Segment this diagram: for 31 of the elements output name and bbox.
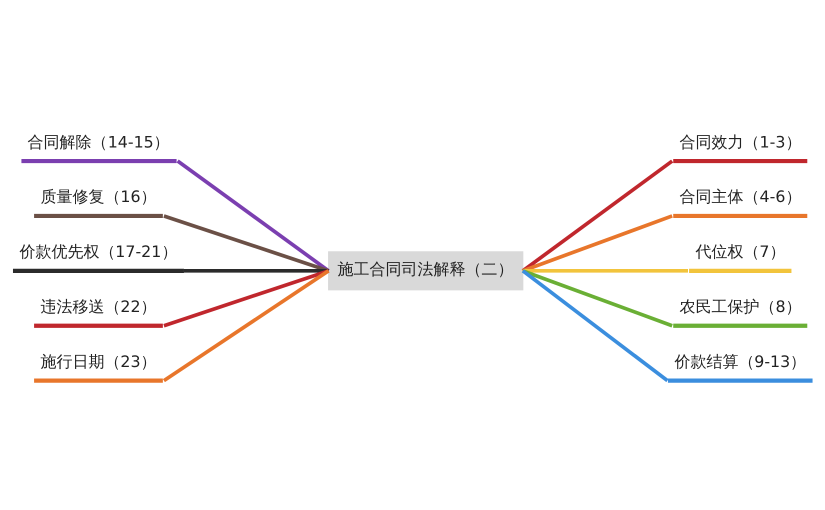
- node-label: 质量修复（16）: [40, 187, 157, 206]
- node-label: 农民工保护（8）: [680, 297, 802, 316]
- node-label: 施行日期（23）: [40, 352, 157, 371]
- node-label: 违法移送（22）: [40, 297, 157, 316]
- connector: [163, 214, 330, 273]
- node-box: 施工合同司法解释（二）: [328, 251, 524, 290]
- node-box: [34, 324, 163, 328]
- connector: [522, 214, 673, 273]
- node-label: 代位权（7）: [695, 242, 786, 262]
- node-box: [673, 214, 808, 218]
- connector: [522, 268, 688, 273]
- connector: [522, 160, 674, 272]
- connector: [184, 268, 329, 273]
- connector: [162, 269, 330, 382]
- node-box: [34, 214, 163, 218]
- connector: [176, 160, 330, 272]
- connector: [163, 269, 330, 328]
- node-box: [673, 324, 808, 328]
- node-box: [689, 268, 792, 273]
- node-label: 合同解除（14-15）: [28, 132, 170, 152]
- node-label: 价款优先权（17-21）: [19, 242, 178, 262]
- node-label: 合同效力（1-3）: [680, 132, 802, 152]
- node-box: [21, 158, 177, 164]
- connector: [522, 269, 669, 382]
- node-box: [34, 378, 163, 383]
- node-box: [668, 378, 813, 383]
- node-label: 价款结算（9-13）: [674, 352, 806, 371]
- node-box: [12, 268, 184, 273]
- connector: [522, 269, 673, 328]
- node-label: 合同主体（4-6）: [680, 187, 802, 206]
- node-box: [673, 158, 808, 164]
